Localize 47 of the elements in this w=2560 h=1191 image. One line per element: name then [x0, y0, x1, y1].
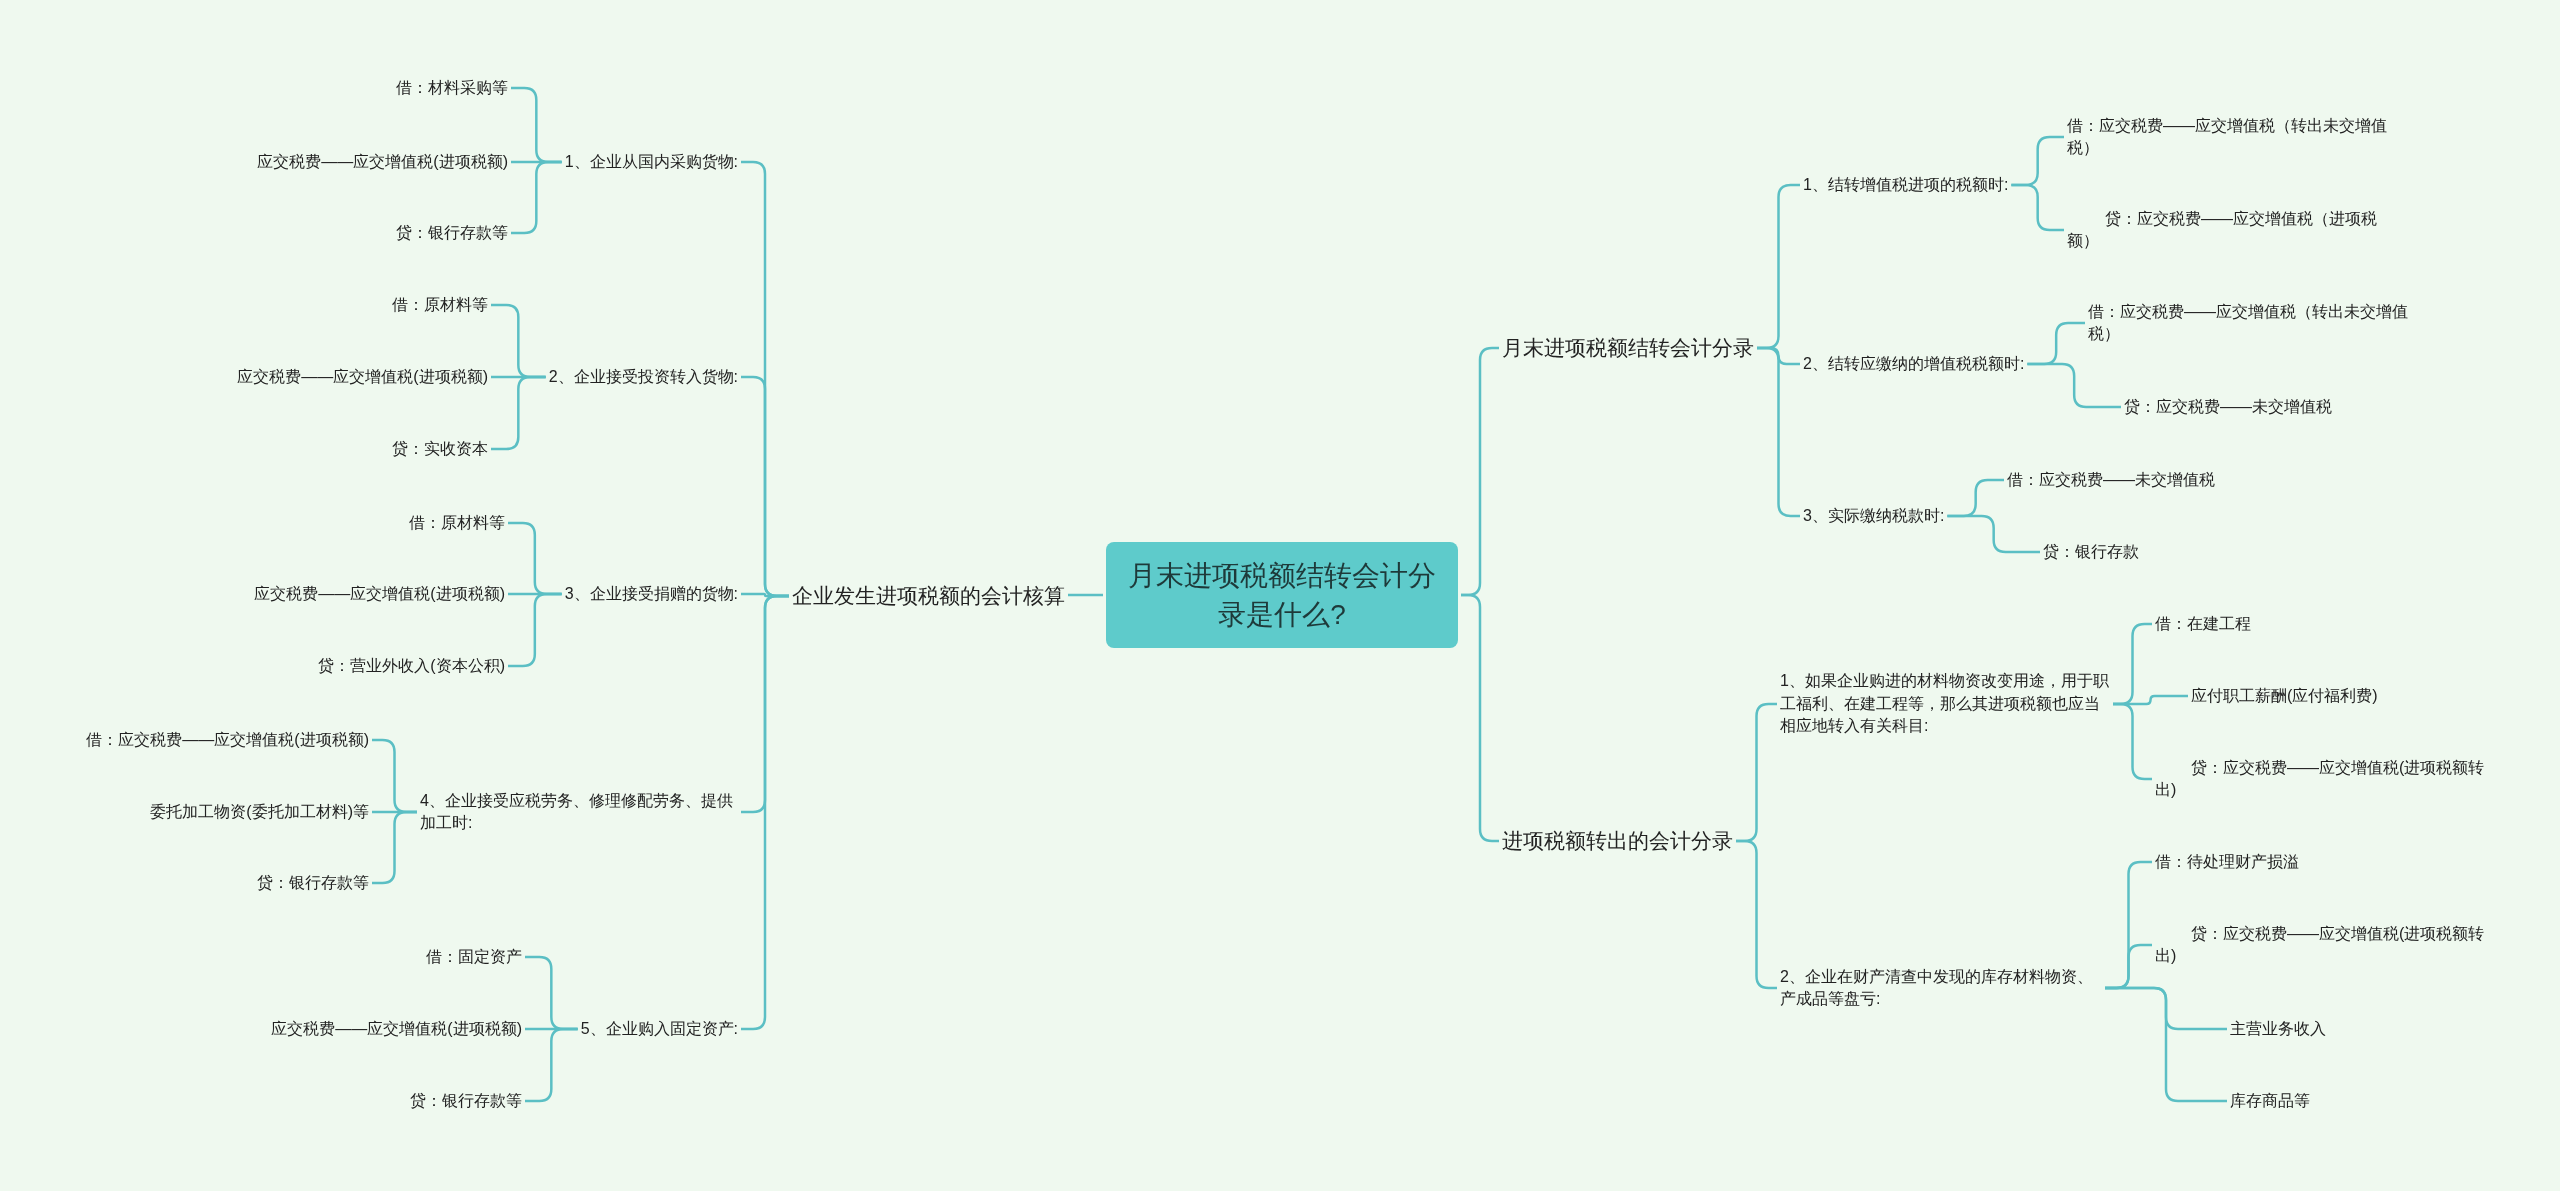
branch-topic: 月末进项税额结转会计分录 [1502, 333, 1754, 363]
subtopic-text: 应付职工薪酬(应付福利费) [2191, 684, 2378, 708]
subtopic-text: 3、实际缴纳税款时: [1803, 504, 1945, 528]
connector-line [1068, 593, 1103, 597]
subtopic-text: 委托加工物资(委托加工材料)等 [150, 800, 369, 824]
subtopic-text: 借：应交税费——未交增值税 [2007, 468, 2215, 492]
subtopic-text: 应交税费——应交增值税(进项税额) [271, 1017, 522, 1041]
connector-line [2011, 183, 2064, 232]
subtopic-text: 贷：营业外收入(资本公积) [318, 654, 505, 678]
subtopic-text: 贷：银行存款等 [396, 221, 508, 245]
subtopic-text: 应交税费——应交增值税(进项税额) [257, 150, 508, 174]
subtopic-text: 借：材料采购等 [396, 76, 508, 100]
subtopic-text: 贷：实收资本 [392, 437, 488, 461]
subtopic-text: 1、如果企业购进的材料物资改变用途，用于职工福利、在建工程等，那么其进项税额也应当相应地转入有关科目: [1780, 670, 2110, 738]
central-topic-box: 月末进项税额结转会计分录是什么? [1106, 541, 1458, 649]
subtopic-text: 1、结转增值税进项的税额时: [1803, 173, 2009, 197]
branch-topic: 企业发生进项税额的会计核算 [792, 581, 1065, 611]
subtopic-text: 贷：应交税费——未交增值税 [2124, 395, 2332, 419]
connector-line [2027, 362, 2121, 409]
subtopic-text: 主营业务收入 [2230, 1017, 2326, 1041]
subtopic-text: 贷：应交税费——应交增值税(进项税额转出) [2155, 922, 2485, 968]
subtopic-text: 4、企业接受应税劳务、修理修配劳务、提供加工时: [420, 789, 738, 835]
subtopic-text: 借：原材料等 [392, 293, 488, 317]
subtopic-text: 库存商品等 [2230, 1089, 2310, 1113]
connector-line [1947, 514, 2040, 554]
subtopic-text: 5、企业购入固定资产: [580, 1017, 738, 1041]
subtopic-text: 贷：银行存款 [2043, 540, 2139, 564]
subtopic-text: 贷：应交税费——应交增值税(进项税额转出) [2155, 756, 2485, 802]
subtopic-text: 1、企业从国内采购货物: [564, 150, 738, 174]
subtopic-text: 3、企业接受捐赠的货物: [564, 582, 738, 606]
subtopic-text: 应交税费——应交增值税(进项税额) [254, 582, 505, 606]
subtopic-text: 借：固定资产 [426, 945, 522, 969]
subtopic-text: 借：原材料等 [409, 511, 505, 535]
branch-topic: 进项税额转出的会计分录 [1502, 826, 1733, 856]
subtopic-text: 借：应交税费——应交增值税（转出未交增值税） [2067, 114, 2407, 160]
subtopic-text: 贷：应交税费——应交增值税（进项税额） [2067, 207, 2407, 253]
connector-line [2105, 986, 2227, 1103]
subtopic-text: 借：应交税费——应交增值税(进项税额) [86, 728, 369, 752]
subtopic-text: 借：在建工程 [2155, 612, 2251, 636]
subtopic-text: 应交税费——应交增值税(进项税额) [237, 365, 488, 389]
subtopic-text: 贷：银行存款等 [410, 1089, 522, 1113]
subtopic-text: 2、结转应缴纳的增值税税额时: [1803, 352, 2025, 376]
subtopic-text: 借：待处理财产损溢 [2155, 850, 2299, 874]
subtopic-text: 借：应交税费——应交增值税（转出未交增值税） [2088, 300, 2428, 346]
subtopic-text: 贷：银行存款等 [257, 871, 369, 895]
subtopic-text: 2、企业接受投资转入货物: [548, 365, 738, 389]
subtopic-text: 2、企业在财产清查中发现的库存材料物资、产成品等盘亏: [1780, 965, 2102, 1011]
